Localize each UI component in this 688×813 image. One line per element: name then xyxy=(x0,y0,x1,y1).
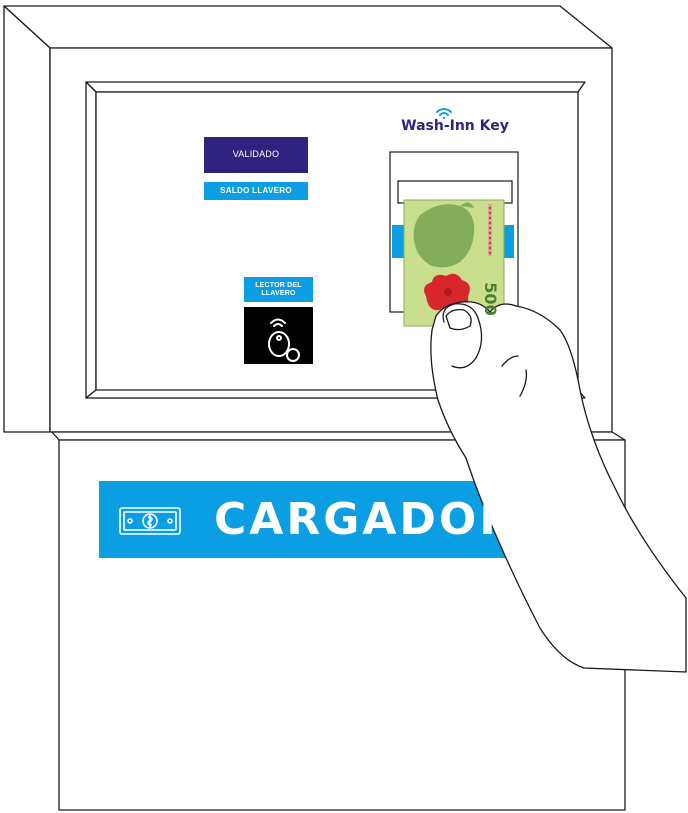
status-display: VALIDADO xyxy=(204,137,308,173)
banknote-value: 500 xyxy=(481,282,500,316)
banner-title: CARGADOR xyxy=(214,494,517,545)
hand xyxy=(430,301,687,673)
keyfob-icon xyxy=(268,318,300,362)
balance-label: SALDO LLAVERO xyxy=(204,182,308,200)
cargador-banner xyxy=(99,481,539,558)
money-icon xyxy=(119,507,181,535)
keyfob-reader xyxy=(244,307,313,364)
brand-logo: Wash-Inn Key xyxy=(401,118,509,134)
reader-label: LECTOR DEL LLAVERO xyxy=(244,277,313,302)
wifi-icon xyxy=(436,108,452,120)
